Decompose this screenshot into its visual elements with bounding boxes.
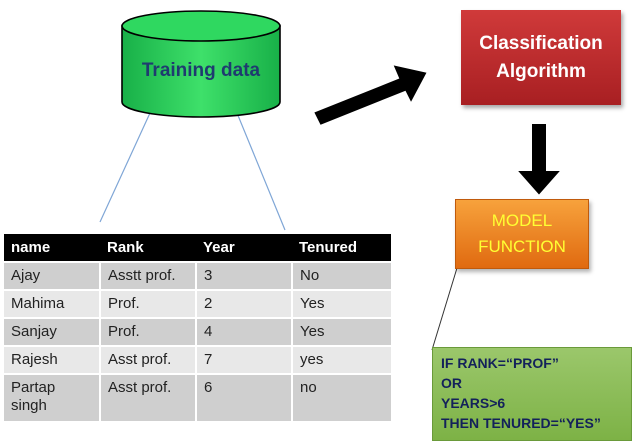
column-header: name xyxy=(4,234,100,262)
table-cell: 4 xyxy=(195,317,292,346)
table-cell: 2 xyxy=(195,289,292,318)
table-cell: 3 xyxy=(195,261,292,290)
table-cell: Asst prof. xyxy=(99,373,196,421)
table-cell: Sanjay xyxy=(4,317,100,346)
rule-box: IF RANK=“PROF” OR YEARS>6 THEN TENURED=“… xyxy=(432,347,632,441)
table-cell: 7 xyxy=(195,345,292,374)
column-header: Tenured xyxy=(292,234,391,262)
table-cell: Rajesh xyxy=(4,345,100,374)
table-header-row: name Rank Year Tenured xyxy=(4,234,391,262)
model-function-box: MODEL FUNCTION xyxy=(455,199,589,269)
rule-line: IF RANK=“PROF” xyxy=(441,355,559,371)
rule-line: THEN TENURED=“YES” xyxy=(441,415,601,431)
arrow-right-icon xyxy=(311,62,430,128)
arrow-down-icon xyxy=(513,122,565,198)
training-data-table: name Rank Year Tenured Ajay Asstt prof. … xyxy=(4,234,391,421)
table-cell: Ajay xyxy=(4,261,100,290)
table-cell: Asst prof. xyxy=(99,345,196,374)
table-cell: no xyxy=(291,373,391,421)
table-row: Partap singh Asst prof. 6 no xyxy=(4,373,391,421)
training-data-cylinder xyxy=(121,10,281,118)
connector-line-model xyxy=(431,267,458,351)
connector-line-left xyxy=(99,112,151,223)
table-cell: Mahima xyxy=(4,289,100,318)
table-cell: Partap singh xyxy=(4,373,100,421)
connector-line-right xyxy=(236,112,286,231)
rule-line: YEARS>6 xyxy=(441,395,506,411)
table-cell: Yes xyxy=(291,289,391,318)
table-cell: Asstt prof. xyxy=(99,261,196,290)
classifier-line2: Algorithm xyxy=(496,60,586,82)
model-line2: FUNCTION xyxy=(478,237,566,256)
table-row: Ajay Asstt prof. 3 No xyxy=(4,261,391,290)
rule-line: OR xyxy=(441,375,462,391)
table-cell: Yes xyxy=(291,317,391,346)
classifier-line1: Classification xyxy=(479,32,603,54)
table-cell: 6 xyxy=(195,373,292,421)
table-row: Mahima Prof. 2 Yes xyxy=(4,289,391,318)
training-data-label: Training data xyxy=(141,60,261,81)
table-row: Sanjay Prof. 4 Yes xyxy=(4,317,391,346)
table-cell: No xyxy=(291,261,391,290)
table-row: Rajesh Asst prof. 7 yes xyxy=(4,345,391,374)
table-cell: Prof. xyxy=(99,317,196,346)
column-header: Year xyxy=(196,234,292,262)
column-header: Rank xyxy=(100,234,196,262)
model-line1: MODEL xyxy=(491,211,553,230)
table-cell: Prof. xyxy=(99,289,196,318)
table-cell: yes xyxy=(291,345,391,374)
classification-algorithm-box: Classification Algorithm xyxy=(461,10,621,105)
